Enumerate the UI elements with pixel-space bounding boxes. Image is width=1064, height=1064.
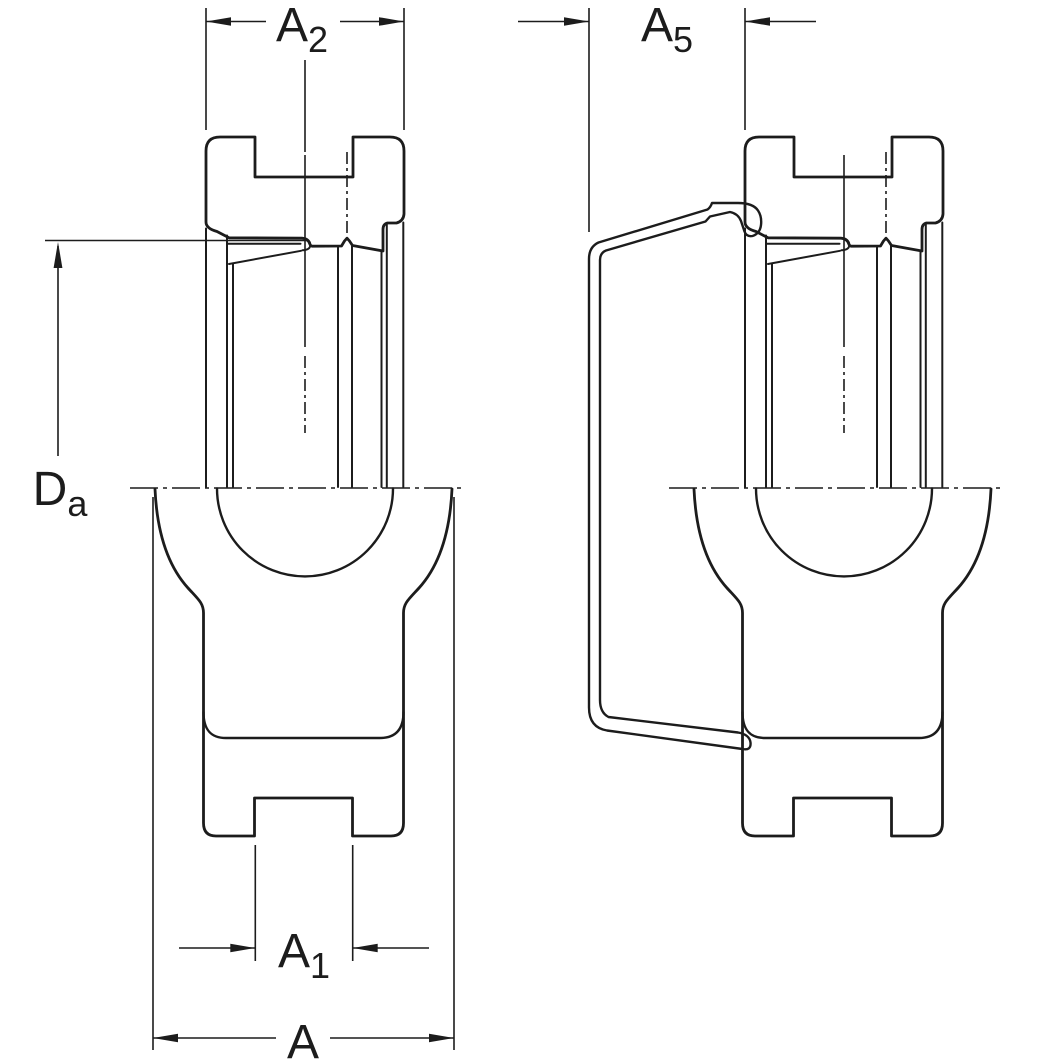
left-view: A2 Da A1 A [33,0,468,1064]
dimension-a1: A1 [179,845,429,986]
dimension-a5: A5 [518,0,816,232]
a-arrow-left [153,1033,178,1043]
dimension-da: Da [33,239,309,524]
da-label: Da [33,463,89,524]
a-arrow-right [429,1033,454,1043]
a1-label: A1 [278,925,330,986]
a2-arrow-left [206,17,231,26]
dimension-a: A [152,497,455,1064]
a5-arrow-left [564,17,589,26]
a5-label: A5 [641,0,693,60]
a1-arrow-right [352,943,378,953]
a1-arrow-left [230,943,256,953]
a-label: A [287,1016,319,1064]
a2-label: A2 [276,0,328,60]
a5-arrow-right [745,17,770,26]
a2-arrow-right [379,17,404,26]
da-arrow-up [53,242,63,268]
end-cover-section [587,201,763,751]
dimension-a2: A2 [205,0,405,130]
right-view: A5 [518,0,1007,838]
